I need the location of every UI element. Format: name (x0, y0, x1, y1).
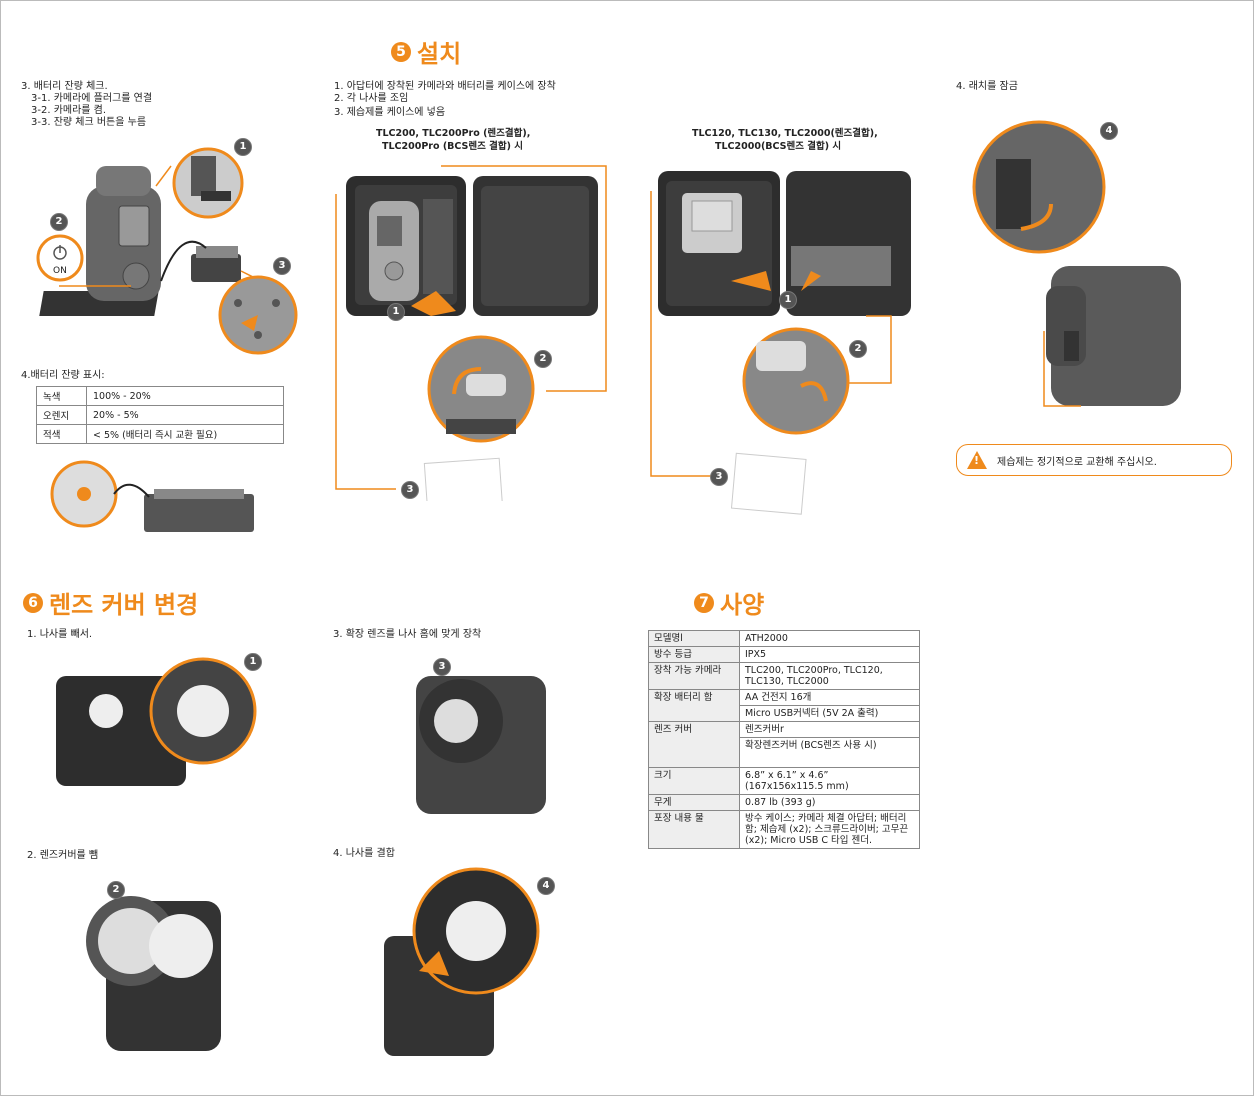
warning-text: 제습제는 정기적으로 교환해 주십시오. (997, 456, 1157, 468)
rotate-arrow-icon (452, 367, 482, 395)
lens-step-2: 2. 렌즈커버를 뺌 (27, 850, 99, 861)
lens-step-4: 4. 나사를 결합 (333, 848, 395, 859)
step-badge: 3 (710, 468, 728, 486)
battery-check-step: 3-3. 잔량 체크 버튼을 누름 (31, 117, 147, 128)
battery-display-title: 4.배터리 잔량 표시: (21, 370, 105, 381)
step-badge: 2 (50, 213, 68, 231)
install-step: 1. 아답터에 장착된 카메라와 배터리를 케이스에 장착 (334, 81, 556, 92)
model-group-a-line2: TLC200Pro (BCS렌즈 결합) 시 (382, 141, 524, 152)
case-install-illustration-b (650, 171, 911, 515)
power-zoom-circle (36, 234, 84, 282)
step-badge: 3 (401, 481, 419, 499)
section-number: 6 (23, 592, 43, 613)
screw-zoom-circle (742, 327, 850, 435)
install-step: 2. 각 나사를 조임 (334, 93, 409, 104)
battery-box-illustration (50, 460, 254, 532)
lens-step-2-illustration (86, 896, 221, 1051)
step-badge: 2 (107, 881, 125, 899)
install-step: 3. 제습제를 케이스에 넣음 (334, 107, 446, 118)
step-badge: 1 (387, 303, 405, 321)
step-badge: 1 (779, 291, 797, 309)
step-badge: 1 (244, 653, 262, 671)
install-section-title: 5 설치 (391, 34, 461, 69)
lens-step-1-illustration (56, 657, 257, 786)
zoom-circle (172, 147, 244, 219)
warning-note: ! 제습제는 정기적으로 교환해 주십시오. (956, 444, 1232, 476)
section-number: 7 (694, 592, 714, 613)
step-badge: 3 (273, 257, 291, 275)
step-badge: 2 (534, 350, 552, 368)
battery-check-step: 3-2. 카메라를 켬. (31, 105, 107, 116)
arrow-icon (411, 291, 456, 316)
model-group-b-line2: TLC2000(BCS렌즈 결합) 시 (715, 141, 842, 152)
step-badge: 4 (1100, 122, 1118, 140)
latch-case-illustration (1043, 266, 1181, 407)
rotate-arrow-icon (1020, 203, 1053, 231)
arrow-icon (241, 315, 258, 331)
latch-step: 4. 래치를 잠금 (956, 81, 1018, 92)
step-badge: 1 (234, 138, 252, 156)
zoom-circle (218, 275, 298, 355)
on-label: ON (53, 266, 67, 276)
lens-step-3: 3. 확장 렌즈를 나사 홈에 맞게 장착 (333, 629, 482, 640)
latch-zoom-circle (972, 120, 1106, 254)
section-title-text: 사양 (720, 591, 765, 619)
battery-check-step: 3-1. 카메라에 플러그를 연결 (31, 93, 153, 104)
lens-section-title: 6 렌즈 커버 변경 (23, 585, 198, 620)
step-badge: 2 (849, 340, 867, 358)
rotate-arrow-icon (800, 381, 828, 402)
model-group-b-line1: TLC120, TLC130, TLC2000(렌즈결합), (692, 128, 878, 139)
case-install-illustration-a (335, 165, 607, 501)
battery-check-title: 3. 배터리 잔량 체크. (21, 81, 108, 92)
spec-section-title: 7 사양 (694, 585, 764, 620)
step-badge: 3 (433, 658, 451, 676)
model-group-a-line1: TLC200, TLC200Pro (렌즈결합), (376, 128, 531, 139)
arrow-icon (731, 271, 771, 291)
screw-zoom-circle (427, 335, 535, 443)
section-number: 5 (391, 41, 411, 62)
battery-check-illustration (39, 165, 262, 316)
warning-icon: ! (967, 451, 987, 469)
lens-step-3-illustration (416, 676, 546, 814)
table-row: 적색< 5% (배터리 즉시 교환 필요) (36, 424, 284, 444)
lens-step-4-illustration (384, 867, 540, 1056)
section-title-text: 설치 (417, 40, 462, 68)
lens-step-1: 1. 나사를 빼서. (27, 629, 93, 640)
section-title-text: 렌즈 커버 변경 (49, 591, 199, 619)
step-badge: 4 (537, 877, 555, 895)
